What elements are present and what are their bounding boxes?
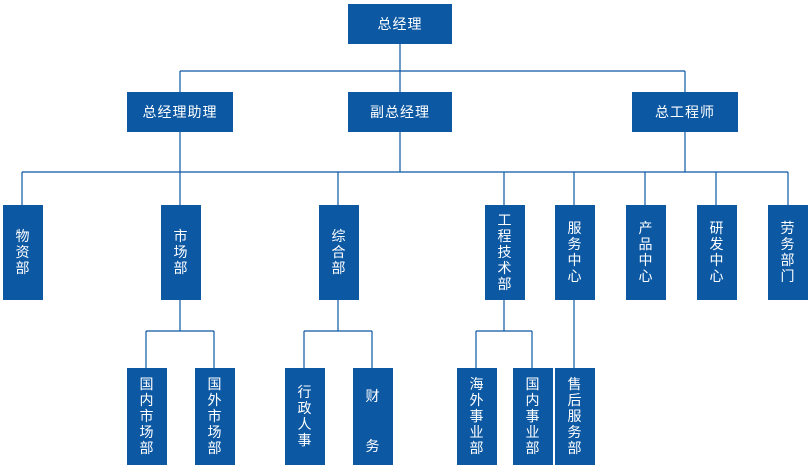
node-assistant-general-manager: 总经理助理 [127, 92, 233, 132]
node-chief-engineer: 总工程师 [632, 92, 738, 132]
node-label: 财务 [365, 389, 381, 455]
node-domestic-market-dept: 国内市场部 [127, 368, 167, 465]
node-label: 研发中心 [709, 220, 725, 285]
node-label: 市场部 [173, 228, 189, 277]
node-general-dept: 综合部 [319, 205, 359, 300]
node-label: 物资部 [15, 228, 31, 277]
node-label: 综合部 [331, 228, 347, 277]
node-overseas-business-dept: 海外事业部 [457, 368, 497, 465]
node-service-center: 服务中心 [555, 205, 595, 300]
node-label: 国外市场部 [207, 376, 223, 457]
node-deputy-general-manager: 副总经理 [348, 92, 452, 132]
node-domestic-business-dept: 国内事业部 [513, 368, 553, 465]
node-label: 行政人事 [297, 384, 313, 449]
node-label: 工程技术部 [497, 212, 513, 293]
node-label: 国内事业部 [525, 376, 541, 457]
node-label: 产品中心 [638, 220, 654, 285]
node-label: 国内市场部 [139, 376, 155, 457]
node-materials-dept: 物资部 [3, 205, 43, 300]
node-label: 服务中心 [567, 220, 583, 285]
node-general-manager: 总经理 [348, 4, 452, 44]
node-label: 劳务部门 [780, 220, 796, 285]
node-product-center: 产品中心 [626, 205, 666, 300]
node-market-dept: 市场部 [161, 205, 201, 300]
node-engineering-tech-dept: 工程技术部 [485, 205, 525, 300]
node-rnd-center: 研发中心 [697, 205, 737, 300]
node-labor-dept: 劳务部门 [768, 205, 808, 300]
node-admin-hr: 行政人事 [285, 368, 325, 465]
node-label: 售后服务部 [567, 376, 583, 457]
node-overseas-market-dept: 国外市场部 [195, 368, 235, 465]
node-finance: 财务 [353, 368, 393, 465]
node-after-sales-dept: 售后服务部 [555, 368, 595, 465]
node-label: 海外事业部 [469, 376, 485, 457]
